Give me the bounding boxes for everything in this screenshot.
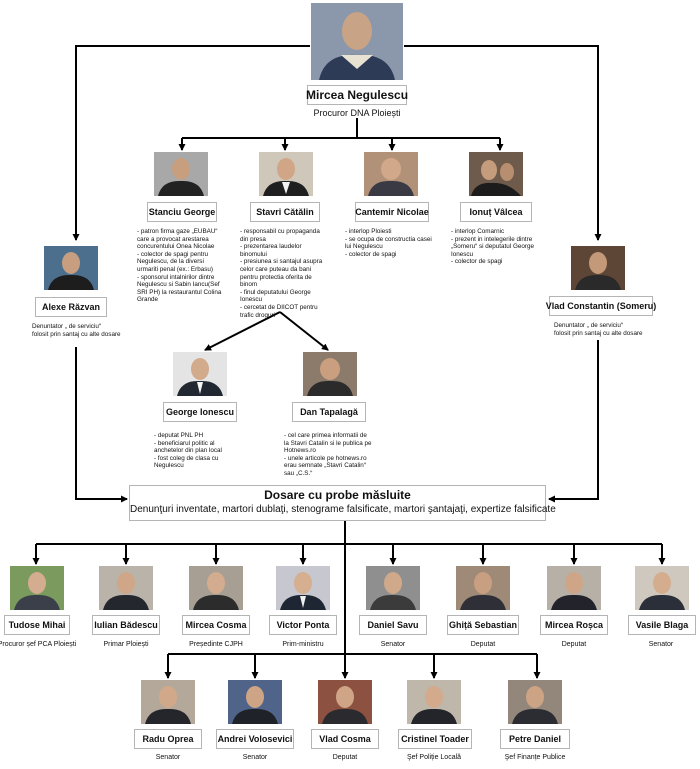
node-daniel-savu: Daniel Savu <box>359 615 427 635</box>
notes-george-ionescu: - deputat PNL PH- beneficiarul politic a… <box>154 432 222 470</box>
node-radu-oprea: Radu Oprea <box>134 729 202 749</box>
node-dan-tapalaga: Dan Tapalagă <box>292 402 366 422</box>
role-mircea-rosca: Deputat <box>561 641 587 648</box>
node-vlad-cosma: Vlad Cosma <box>311 729 379 749</box>
photo-ionut-valcea <box>469 152 523 196</box>
role-petre-daniel: Şef Finanțe Publice <box>504 754 566 761</box>
notes-ionut-valcea: - interlop Comarnic- prezent in intelege… <box>451 228 534 266</box>
photo-vlad-constantin <box>571 246 625 290</box>
role-ghita-sebastian: Deputat <box>470 641 496 648</box>
node-iulian-badescu: Iulian Bădescu <box>92 615 160 635</box>
role-tudose-mihai: Procuror șef PCA Ploiești <box>0 641 77 648</box>
photo-victor-ponta <box>276 566 330 610</box>
node-ghita-sebastian: Ghiță Sebastian <box>447 615 519 635</box>
photo-stavri-catalin <box>259 152 313 196</box>
photo-daniel-savu <box>366 566 420 610</box>
node-cristinel-toader: Cristinel Toader <box>398 729 472 749</box>
node-tudose-mihai: Tudose Mihai <box>4 615 70 635</box>
role-vasile-blaga: Senator <box>648 641 674 648</box>
photo-vasile-blaga <box>635 566 689 610</box>
role-cristinel-toader: Şef Poliție Locală <box>406 754 462 761</box>
photo-alexe-razvan <box>44 246 98 290</box>
node-victor-ponta: Victor Ponta <box>269 615 337 635</box>
role-daniel-savu: Senator <box>380 641 406 648</box>
notes-stanciu-george: - patron firma gaze „EUBAU“care a provoc… <box>137 228 222 304</box>
role-victor-ponta: Prim-ministru <box>282 641 324 648</box>
arrow-to-dan-tapalaga <box>279 311 329 351</box>
node-petre-daniel: Petre Daniel <box>500 729 570 749</box>
center-box-dosare: Dosare cu probe măsluite Denunţuri inven… <box>129 485 556 521</box>
photo-petre-daniel <box>508 680 562 724</box>
role-vlad-cosma: Deputat <box>332 754 358 761</box>
notes-cantemir-nicolae: - interlop Ploiesti- se ocupa de constru… <box>345 228 432 258</box>
role-mircea-cosma: Președinte CJPH <box>189 641 243 648</box>
notes-alexe-razvan: Denuntator „ de serviciu“folosit prin sa… <box>32 323 121 338</box>
node-ionut-valcea: Ionuț Vâlcea <box>460 202 532 222</box>
photo-tudose-mihai <box>10 566 64 610</box>
node-alexe-razvan: Alexe Răzvan <box>35 297 107 317</box>
photo-stanciu-george <box>154 152 208 196</box>
center-title: Dosare cu probe măsluite <box>264 488 411 502</box>
photo-andrei-volosevici <box>228 680 282 724</box>
node-vasile-blaga: Vasile Blaga <box>628 615 696 635</box>
arrow-vlad-to-center <box>548 340 599 503</box>
photo-ghita-sebastian <box>456 566 510 610</box>
photo-cristinel-toader <box>407 680 461 724</box>
notes-vlad-constantin: Denuntator „ de serviciu“folosit prin sa… <box>554 322 643 337</box>
node-andrei-volosevici: Andrei Volosevici <box>216 729 294 749</box>
node-mircea-negulescu: Mircea Negulescu <box>306 85 408 105</box>
photo-dan-tapalaga <box>303 352 357 396</box>
center-subtitle: Denunţuri inventate, martori dublaţi, st… <box>130 504 556 515</box>
arrow-top-to-alexe <box>72 45 310 241</box>
role-iulian-badescu: Primar Ploiești <box>103 641 149 648</box>
photo-mircea-cosma <box>189 566 243 610</box>
role-radu-oprea: Senator <box>155 754 181 761</box>
node-stanciu-george: Stanciu George <box>147 202 217 222</box>
photo-vlad-cosma <box>318 680 372 724</box>
node-george-ionescu: George Ionescu <box>163 402 237 422</box>
node-vlad-constantin: Vlad Constantin (Someru) <box>546 296 656 316</box>
arrow-top-to-vlad <box>404 45 602 241</box>
photo-cantemir-nicolae <box>364 152 418 196</box>
photo-mircea-negulescu <box>311 3 403 80</box>
arrow-to-george-ionescu <box>204 311 281 351</box>
role-mircea-negulescu: Procuror DNA Ploiești <box>313 108 401 118</box>
node-cantemir-nicolae: Cantemir Nicolae <box>355 202 429 222</box>
photo-iulian-badescu <box>99 566 153 610</box>
node-mircea-cosma: Mircea Cosma <box>182 615 250 635</box>
arrow-alexe-to-center <box>75 347 128 503</box>
node-mircea-rosca: Mircea Roșca <box>540 615 608 635</box>
photo-george-ionescu <box>173 352 227 396</box>
photo-radu-oprea <box>141 680 195 724</box>
photo-mircea-rosca <box>547 566 601 610</box>
role-andrei-volosevici: Senator <box>242 754 268 761</box>
node-stavri-catalin: Stavri Cătălin <box>250 202 320 222</box>
